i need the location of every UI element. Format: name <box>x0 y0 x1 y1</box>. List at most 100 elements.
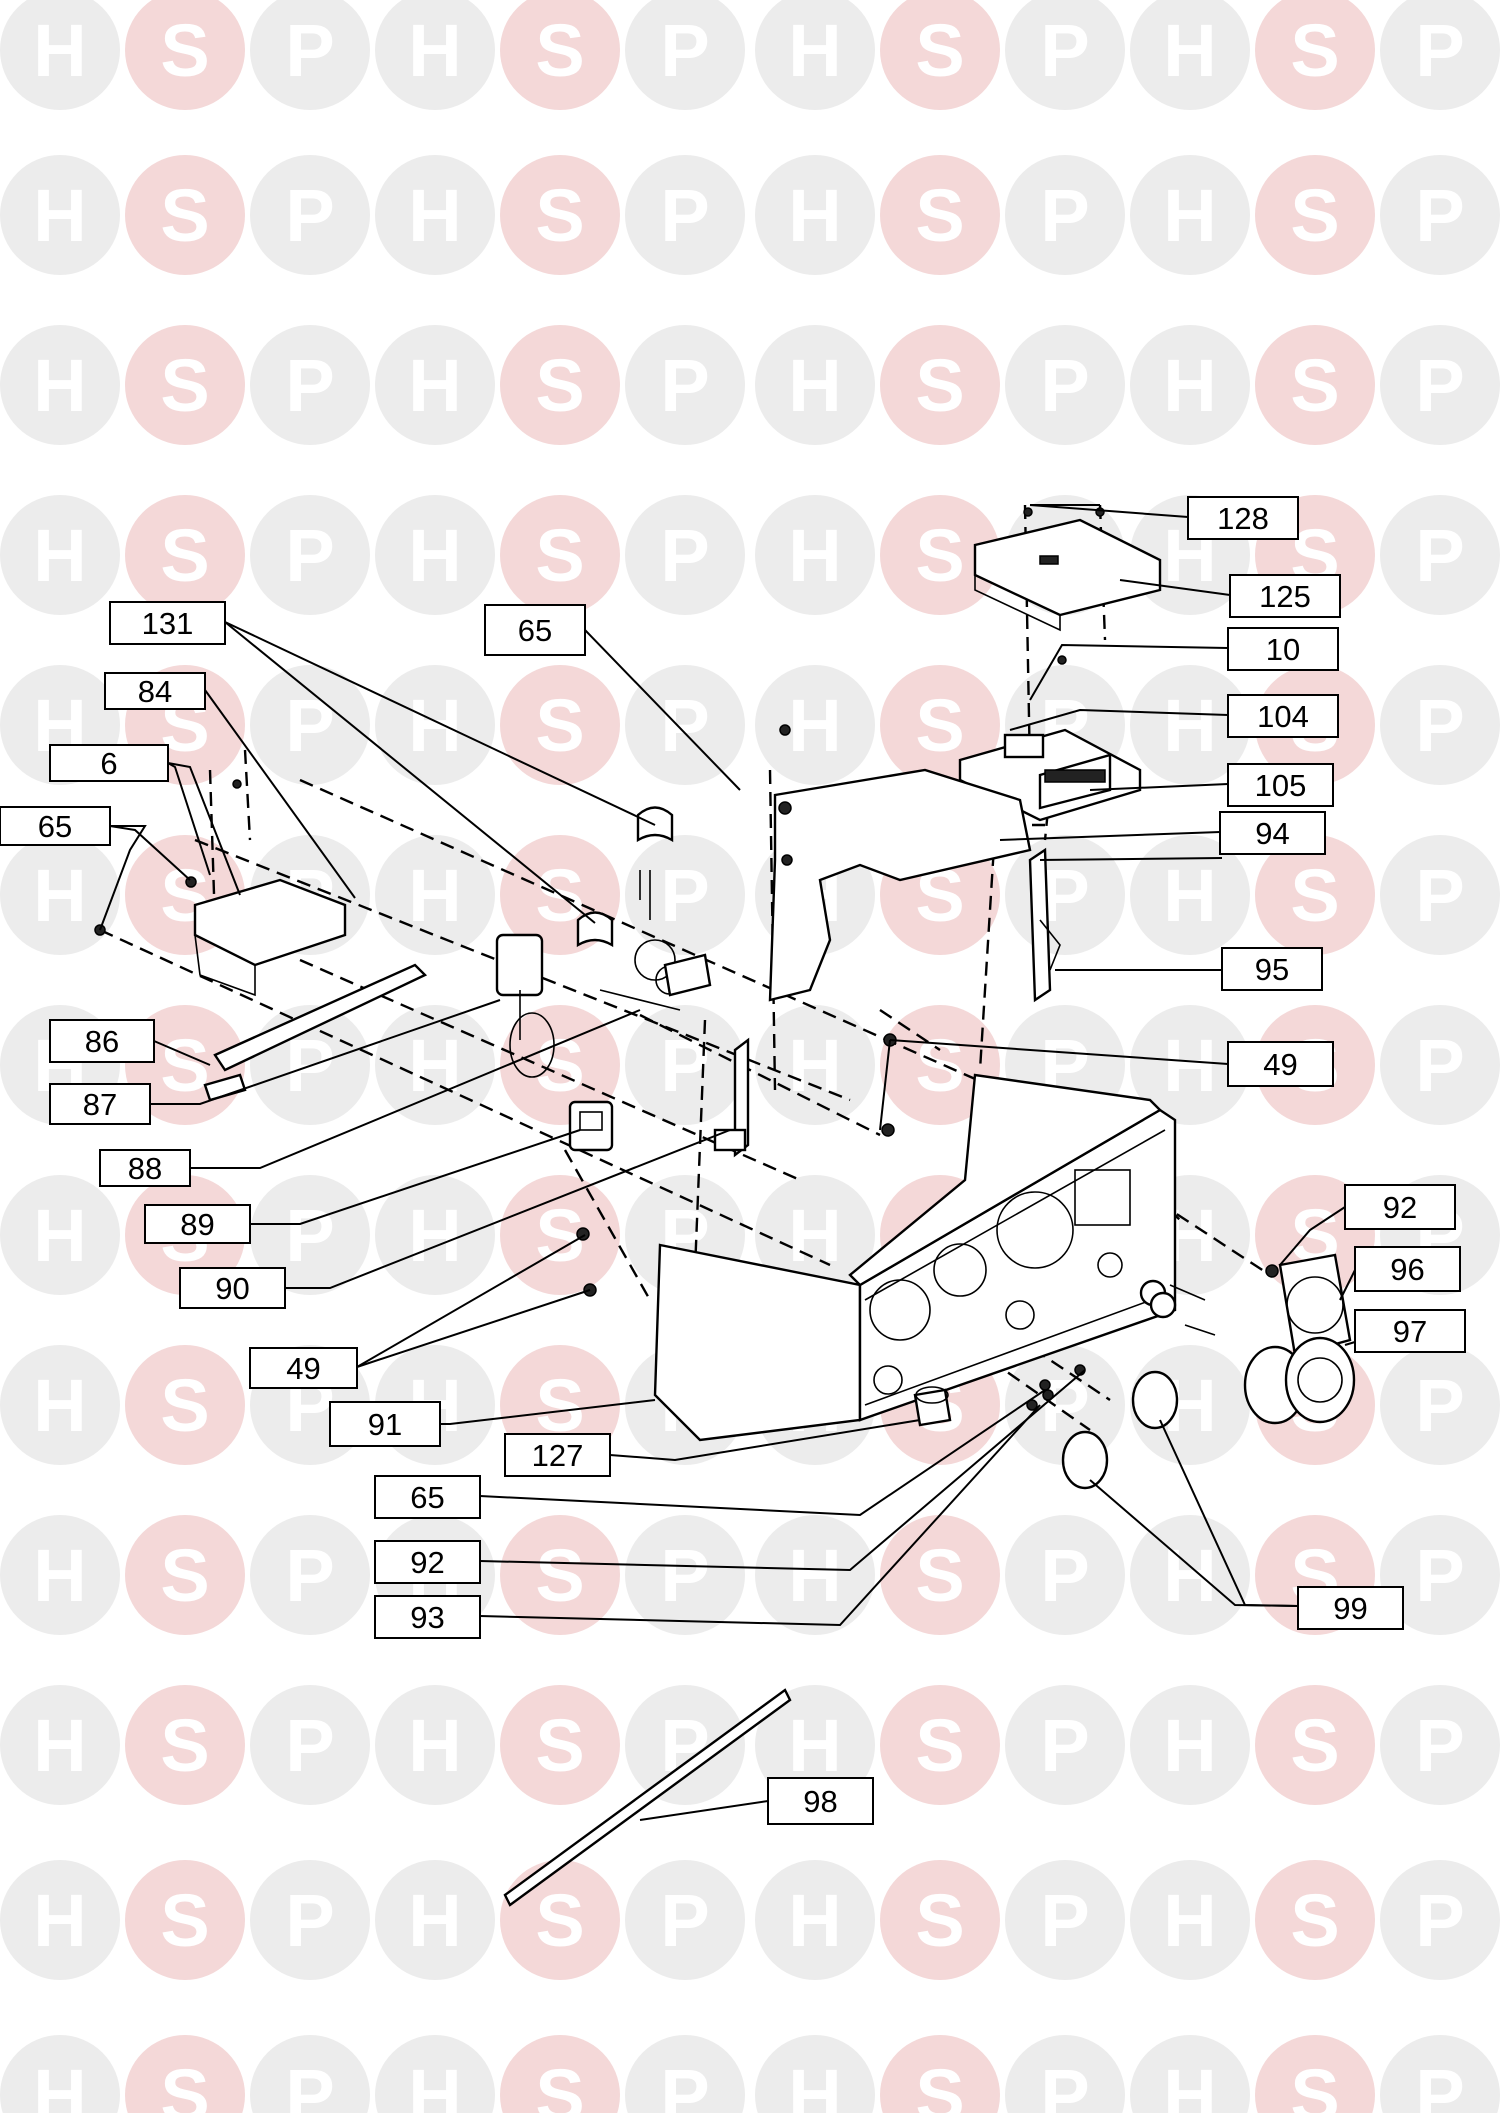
watermark-letter: P <box>660 1534 709 1617</box>
watermark-letter: H <box>408 9 461 92</box>
watermark-h-badge: H <box>1130 325 1250 445</box>
callout-box <box>767 1777 874 1825</box>
watermark-s-badge: S <box>125 325 245 445</box>
watermark-p-badge: P <box>1005 155 1125 275</box>
callout-c99: 99 <box>1297 1586 1404 1630</box>
callout-c95: 95 <box>1221 947 1323 991</box>
callout-c97: 97 <box>1354 1309 1466 1353</box>
watermark-letter: H <box>33 2054 86 2113</box>
watermark-h-badge: H <box>1130 155 1250 275</box>
watermark-letter: S <box>160 1704 209 1787</box>
callout-box <box>49 1019 155 1063</box>
watermark-p-badge: P <box>250 2035 370 2113</box>
callout-box <box>1227 1041 1334 1087</box>
part-86-mounting-bracket <box>203 963 428 1102</box>
watermark-s-badge: S <box>880 2035 1000 2113</box>
watermark-letter: S <box>160 1879 209 1962</box>
watermark-p-badge: P <box>625 325 745 445</box>
watermark-h-badge: H <box>0 1175 120 1295</box>
watermark-h-badge: H <box>375 0 495 110</box>
watermark-letter: S <box>1290 854 1339 937</box>
part-87-thermostat <box>495 933 555 1078</box>
watermark-letter: P <box>1040 9 1089 92</box>
watermark-letter: S <box>915 344 964 427</box>
callout-box <box>49 1083 151 1125</box>
watermark-letter: P <box>1415 514 1464 597</box>
callout-box <box>249 1347 358 1389</box>
watermark-letter: S <box>915 1704 964 1787</box>
callout-box <box>1229 574 1341 618</box>
watermark-letter: P <box>1415 1534 1464 1617</box>
callout-box <box>1227 763 1334 807</box>
watermark-letter: H <box>788 174 841 257</box>
part-number-label: 89 <box>180 1207 214 1242</box>
watermark-h-badge: H <box>1130 665 1250 785</box>
watermark-s-badge: S <box>500 1860 620 1980</box>
watermark-letter: S <box>535 1024 584 1107</box>
watermark-s-badge: S <box>1255 1860 1375 1980</box>
watermark-s-badge: S <box>880 155 1000 275</box>
watermark-letter: S <box>535 1534 584 1617</box>
leader-lines <box>99 504 1396 1821</box>
callout-c92b: 92 <box>374 1540 481 1584</box>
watermark-p-badge: P <box>625 1515 745 1635</box>
callout-c91: 91 <box>329 1401 441 1447</box>
callout-box <box>109 601 226 645</box>
watermark-p-badge: P <box>1380 1685 1500 1805</box>
watermark-p-badge: P <box>250 1515 370 1635</box>
part-94-chassis-plate <box>768 724 1032 1002</box>
callout-box <box>104 672 206 710</box>
watermark-s-badge: S <box>880 1515 1000 1635</box>
callout-box <box>49 744 169 782</box>
part-131-clip <box>576 806 674 948</box>
watermark-letter: S <box>915 514 964 597</box>
callout-c105: 105 <box>1227 763 1334 807</box>
callout-c86: 86 <box>49 1019 155 1063</box>
part-number-label: 6 <box>100 746 117 781</box>
watermark-p-badge: P <box>250 1175 370 1295</box>
watermark-letter: P <box>1415 1879 1464 1962</box>
watermark-p-badge: P <box>1005 0 1125 110</box>
watermark-s-badge: S <box>125 495 245 615</box>
watermark-s-badge: S <box>125 1685 245 1805</box>
watermark-letter: S <box>915 9 964 92</box>
watermark-letter: S <box>1290 1704 1339 1787</box>
watermark-s-badge: S <box>500 0 620 110</box>
watermark-p-badge: P <box>625 155 745 275</box>
watermark-letter: H <box>1163 2054 1216 2113</box>
watermark-p-badge: P <box>250 1860 370 1980</box>
watermark-letter: H <box>1163 1704 1216 1787</box>
callout-box <box>374 1540 481 1584</box>
callout-c65b: 65 <box>0 806 111 846</box>
watermark-letter: S <box>535 344 584 427</box>
watermark-s-badge: S <box>500 495 620 615</box>
watermark-h-badge: H <box>375 1175 495 1295</box>
part-number-label: 94 <box>1255 816 1289 851</box>
watermark-letter: H <box>408 2054 461 2113</box>
part-number-label: 127 <box>532 1438 584 1473</box>
part-number-label: 92 <box>410 1545 444 1580</box>
watermark-letter: H <box>788 344 841 427</box>
watermark-letter: H <box>788 1704 841 1787</box>
part-96-bezel <box>1278 1253 1352 1357</box>
watermark-s-badge: S <box>500 1175 620 1295</box>
watermark-s-badge: S <box>125 0 245 110</box>
watermark-h-badge: H <box>0 1345 120 1465</box>
watermark-p-badge: P <box>250 325 370 445</box>
callout-c96: 96 <box>1354 1246 1461 1292</box>
watermark-letter: H <box>788 684 841 767</box>
watermark-h-badge: H <box>755 1860 875 1980</box>
watermark-p-badge: P <box>625 2035 745 2113</box>
callout-box <box>179 1267 286 1309</box>
watermark-letter: P <box>285 174 334 257</box>
watermark-letter: S <box>535 1704 584 1787</box>
watermark-letter: P <box>660 174 709 257</box>
watermark-letter: P <box>285 1704 334 1787</box>
watermark-p-badge: P <box>1005 2035 1125 2113</box>
watermark-p-badge: P <box>250 665 370 785</box>
part-number-label: 131 <box>142 606 194 641</box>
watermark-h-badge: H <box>375 325 495 445</box>
part-number-label: 86 <box>85 1024 119 1059</box>
callout-box <box>1344 1184 1456 1230</box>
watermark-s-badge: S <box>500 1515 620 1635</box>
